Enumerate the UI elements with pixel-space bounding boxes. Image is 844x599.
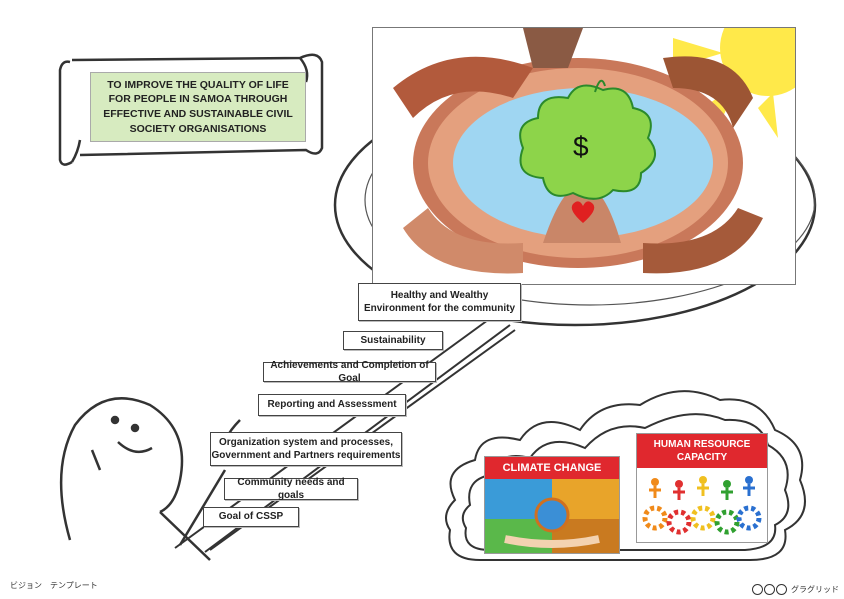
dollar-symbol: $ — [573, 131, 589, 162]
human-resource-card: HUMAN RESOURCE CAPACITY — [636, 433, 768, 543]
gears-people-image — [642, 476, 762, 535]
gear-icon — [642, 505, 762, 535]
step-organization: Organization system and processes, Gover… — [210, 432, 402, 466]
heart-icon — [571, 201, 595, 223]
climate-change-title: CLIMATE CHANGE — [485, 457, 619, 479]
tree-crown — [519, 84, 656, 200]
step-sustainability: Sustainability — [343, 331, 443, 350]
hands-tree-illustration: $ — [372, 27, 796, 285]
step-achievements: Achievements and Completion of Goal — [263, 360, 436, 384]
climate-change-card: CLIMATE CHANGE — [484, 456, 620, 554]
people-icon — [649, 476, 755, 500]
step-reporting: Reporting and Assessment — [258, 394, 406, 416]
footer-left-label: ビジョン テンプレート — [10, 581, 98, 590]
cc-license-icon — [752, 584, 787, 595]
climate-change-image — [485, 479, 619, 553]
scroll-banner — [58, 53, 324, 166]
footer-right: グラグリッド — [752, 584, 839, 595]
goal-statement: TO IMPROVE THE QUALITY OF LIFE FOR PEOPL… — [90, 72, 306, 142]
step-community-needs: Community needs and goals — [224, 477, 358, 501]
footer-right-label: グラグリッド — [791, 585, 839, 594]
human-resource-title: HUMAN RESOURCE CAPACITY — [637, 434, 767, 468]
step-goal-cssp: Goal of CSSP — [203, 507, 299, 527]
step-healthy-environment: Healthy and Wealthy Environment for the … — [358, 283, 521, 321]
person-doodle — [59, 397, 246, 561]
